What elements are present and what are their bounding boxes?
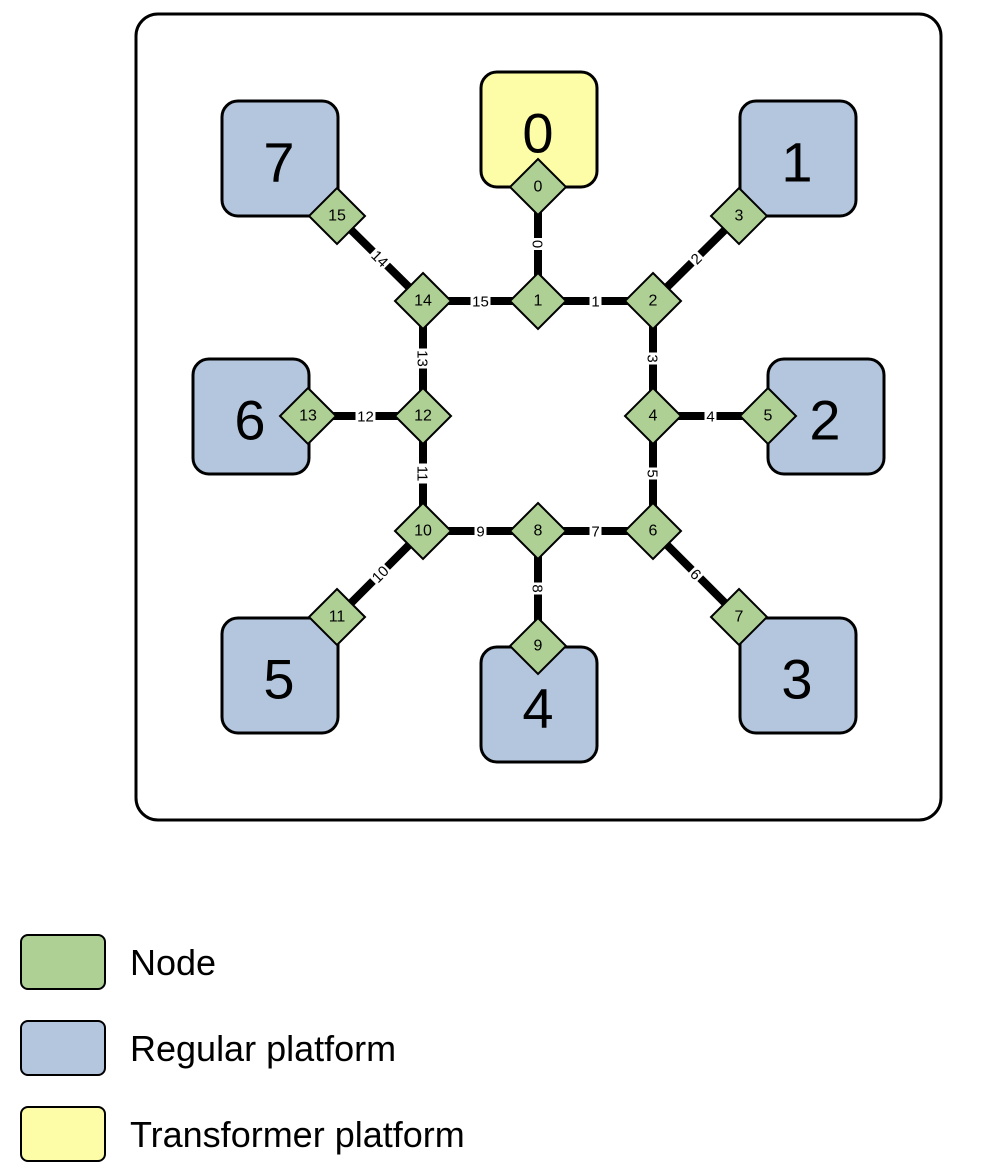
node-7-label: 7 <box>735 609 744 626</box>
platform-6: 6 <box>191 357 311 476</box>
diagram-frame <box>134 12 943 822</box>
node-5-diamond <box>738 386 798 446</box>
node-6: 6 <box>623 501 683 561</box>
legend-regular-swatch <box>20 1020 106 1076</box>
node-13-diamond <box>278 386 338 446</box>
platform-6-label: 6 <box>234 389 265 452</box>
node-1-label: 1 <box>534 293 543 310</box>
node-0: 0 <box>508 157 568 217</box>
legend-node-swatch <box>20 934 106 990</box>
node-6-diamond <box>623 501 683 561</box>
node-0-diamond <box>508 157 568 217</box>
node-12: 12 <box>393 386 453 446</box>
node-9-diamond <box>508 616 568 676</box>
platform-5: 5 <box>220 616 340 735</box>
edge-11-label: 11 <box>414 466 431 482</box>
platform-1: 1 <box>738 99 858 218</box>
platform-2-label: 2 <box>809 389 840 452</box>
node-0-label: 0 <box>534 179 543 196</box>
edge-4-label: 4 <box>706 409 714 426</box>
node-4-diamond <box>623 386 683 446</box>
edge-5-label: 5 <box>644 469 661 477</box>
legend-transformer-platform: Transformer platform <box>20 1106 620 1164</box>
legend-node-label: Node <box>130 942 217 983</box>
node-3-label: 3 <box>735 208 744 225</box>
node-10-label: 10 <box>414 523 432 540</box>
platform-3-box <box>738 616 858 735</box>
edge-13-label: 13 <box>414 350 431 367</box>
node-2-diamond <box>623 271 683 331</box>
node-6-label: 6 <box>649 523 658 540</box>
node-14-diamond <box>393 271 453 331</box>
node-8-label: 8 <box>534 523 543 540</box>
edge-8-label: 8 <box>529 584 546 592</box>
platform-0-label: 0 <box>522 102 553 165</box>
node-13: 13 <box>278 386 338 446</box>
node-5-label: 5 <box>764 408 773 425</box>
edge-3-label: 3 <box>644 354 661 362</box>
node-7: 7 <box>709 587 769 647</box>
node-9-label: 9 <box>534 638 543 655</box>
platform-3-label: 3 <box>781 648 812 711</box>
node-15-diamond <box>307 186 367 246</box>
platform-3: 3 <box>738 616 858 735</box>
node-15: 15 <box>307 186 367 246</box>
platform-1-label: 1 <box>781 131 812 194</box>
edge-15-label: 15 <box>472 294 489 311</box>
platform-4-label: 4 <box>522 677 553 740</box>
platform-7: 7 <box>220 99 340 218</box>
node-2-label: 2 <box>649 293 658 310</box>
node-1: 1 <box>508 271 568 331</box>
node-15-label: 15 <box>328 208 346 225</box>
node-11-diamond <box>307 587 367 647</box>
node-8-diamond <box>508 501 568 561</box>
node-4: 4 <box>623 386 683 446</box>
node-3-diamond <box>709 186 769 246</box>
legend-transformer-swatch <box>20 1106 106 1162</box>
platform-5-box <box>220 616 340 735</box>
legend-regular-label: Regular platform <box>130 1028 397 1069</box>
platform-7-label: 7 <box>263 131 294 194</box>
node-11: 11 <box>307 587 367 647</box>
node-9: 9 <box>508 616 568 676</box>
node-8: 8 <box>508 501 568 561</box>
edge-9-label: 9 <box>476 524 484 541</box>
node-2: 2 <box>623 271 683 331</box>
edge-7-label: 7 <box>591 524 599 541</box>
node-11-label: 11 <box>329 609 346 626</box>
node-4-label: 4 <box>649 408 658 425</box>
node-7-diamond <box>709 587 769 647</box>
node-3: 3 <box>709 186 769 246</box>
node-10-diamond <box>393 501 453 561</box>
node-10: 10 <box>393 501 453 561</box>
legend-regular-platform: Regular platform <box>20 1020 620 1078</box>
node-12-diamond <box>393 386 453 446</box>
node-1-diamond <box>508 271 568 331</box>
edge-0-label: 0 <box>529 240 546 248</box>
node-14: 14 <box>393 271 453 331</box>
legend-transformer-label: Transformer platform <box>130 1114 465 1155</box>
platform-7-box <box>220 99 340 218</box>
platform-1-box <box>738 99 858 218</box>
node-14-label: 14 <box>414 293 432 310</box>
platform-5-label: 5 <box>263 648 294 711</box>
edge-1-label: 1 <box>591 294 599 311</box>
node-13-label: 13 <box>299 408 317 425</box>
node-5: 5 <box>738 386 798 446</box>
edge-12-label: 12 <box>357 409 374 426</box>
node-12-label: 12 <box>414 408 432 425</box>
legend-node: Node <box>20 934 620 992</box>
